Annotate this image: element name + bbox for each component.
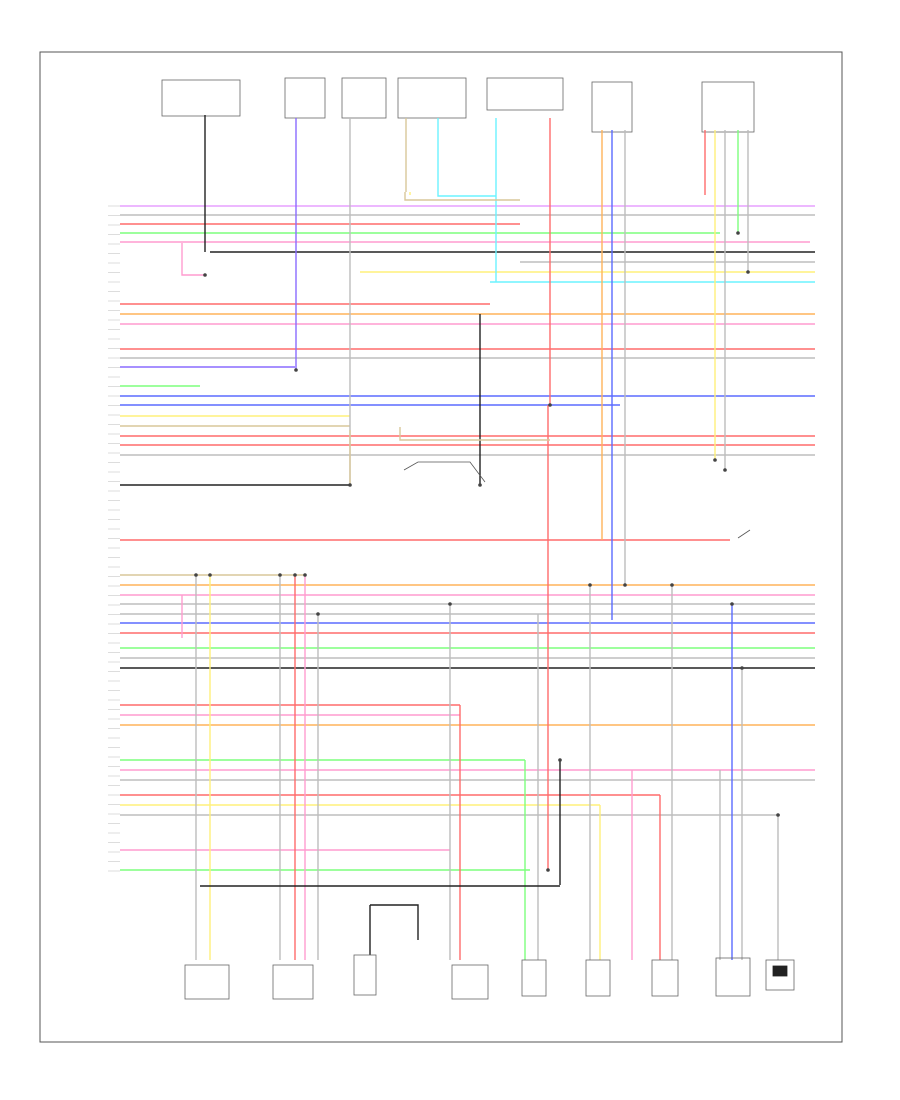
splice-dot [730,602,734,606]
splice-dot [348,483,352,487]
ecm-pin-stubs [108,205,120,872]
splice-dot [294,368,298,372]
fuse-box-1 [284,77,326,119]
splice-dot [723,468,727,472]
ignition-switch [161,79,241,117]
bottom-components [184,954,795,1000]
idle-air-control-valve [184,964,230,1000]
splice-dot [713,458,717,462]
splice-dot [736,231,740,235]
splice-dot [316,612,320,616]
splice-dot [776,813,780,817]
splice-dot [558,758,562,762]
splice-dot [746,270,750,274]
splice-dot [588,583,592,587]
transmission-sensor [715,957,751,997]
map-sensor [272,964,314,1000]
wire-segment [399,427,550,441]
throttle-position-sensor [451,964,489,1000]
wire-segment [370,904,419,940]
splice-dot [740,666,744,670]
knock-sensor [651,959,679,997]
wire-layer [120,115,815,960]
splice-dot [448,602,452,606]
splice-dots [194,231,780,872]
switch-symbols [403,461,751,539]
splice-dot [278,573,282,577]
fuse-box-2 [341,77,387,119]
ecm-relay-switch [403,461,486,483]
diagram-frame [39,51,843,1043]
fuse-box-3 [397,77,467,119]
splice-dot [670,583,674,587]
splice-dot [203,273,207,277]
dlc-plug-icon [772,965,788,977]
wire-segment [437,190,496,197]
fuel-tank-sensor [353,954,377,996]
connector-right-a [591,81,633,133]
oxygen-sensor-1 [521,959,547,997]
splice-dot [208,573,212,577]
splice-dot [194,573,198,577]
top-components [161,77,755,133]
splice-dot [623,583,627,587]
oxygen-sensor-2 [585,959,611,997]
connector-right-b [701,81,755,133]
main-relay [486,77,564,111]
splice-dot [478,483,482,487]
splice-dot [293,573,297,577]
wire-segment [181,243,205,276]
pressure-switch [737,529,751,539]
splice-dot [303,573,307,577]
wire-segment [404,192,520,201]
splice-dot [546,868,550,872]
splice-dot [548,403,552,407]
